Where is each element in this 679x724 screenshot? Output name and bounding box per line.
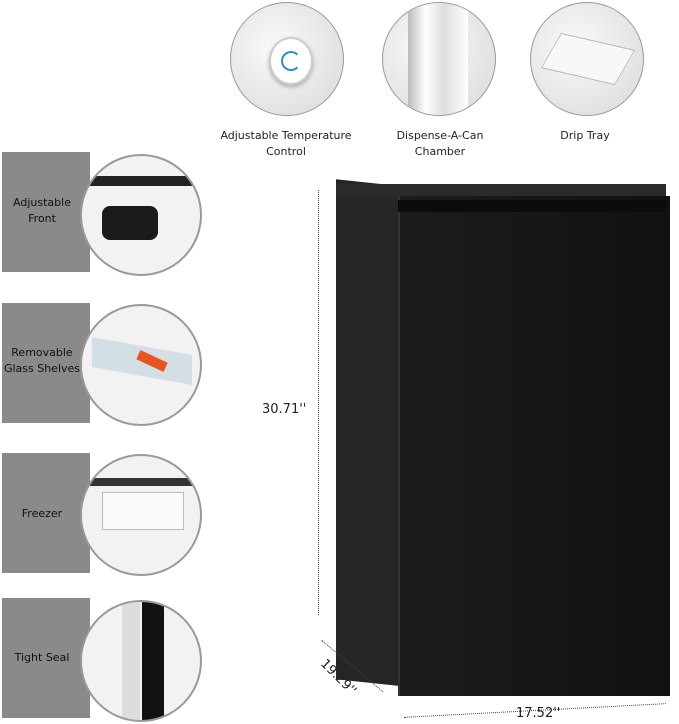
adjustable-front-image [80, 154, 202, 276]
side-feature-label-0: Adjustable Front [13, 196, 71, 225]
side-panel-0 [2, 152, 90, 272]
top-feature-label-0: Adjustable Temperature Control [220, 129, 352, 158]
tight-seal-image [80, 600, 202, 722]
dispense-a-can-image [382, 2, 496, 116]
side-panel-1 [2, 303, 90, 423]
can-dispenser-icon [408, 3, 468, 115]
fridge-top [336, 184, 666, 198]
leveling-foot-icon [102, 206, 158, 240]
side-panel-2 [2, 453, 90, 573]
temperature-control-image [230, 2, 344, 116]
freezer-image [80, 454, 202, 576]
door-seal-icon [142, 602, 164, 720]
door-handle [398, 200, 666, 212]
fridge-door [398, 196, 670, 696]
freezer-icon [102, 492, 184, 530]
side-feature-label-1: Removable Glass Shelves [3, 346, 81, 375]
fridge-side [336, 179, 400, 687]
side-feature-label-3: Tight Seal [14, 651, 70, 664]
drip-tray-icon [540, 32, 636, 86]
width-dimension: 17.52'' [516, 706, 561, 721]
glass-shelves-image [80, 304, 202, 426]
drip-tray-image [530, 2, 644, 116]
side-feature-label-2: Freezer [21, 507, 63, 520]
temperature-dial-icon [269, 37, 313, 85]
height-dimension-line [318, 190, 319, 615]
height-dimension: 30.71'' [262, 402, 307, 417]
side-panel-3 [2, 598, 90, 718]
top-feature-label-1: Dispense-A-Can Chamber [396, 129, 484, 158]
top-feature-label-2: Drip Tray [560, 129, 610, 142]
